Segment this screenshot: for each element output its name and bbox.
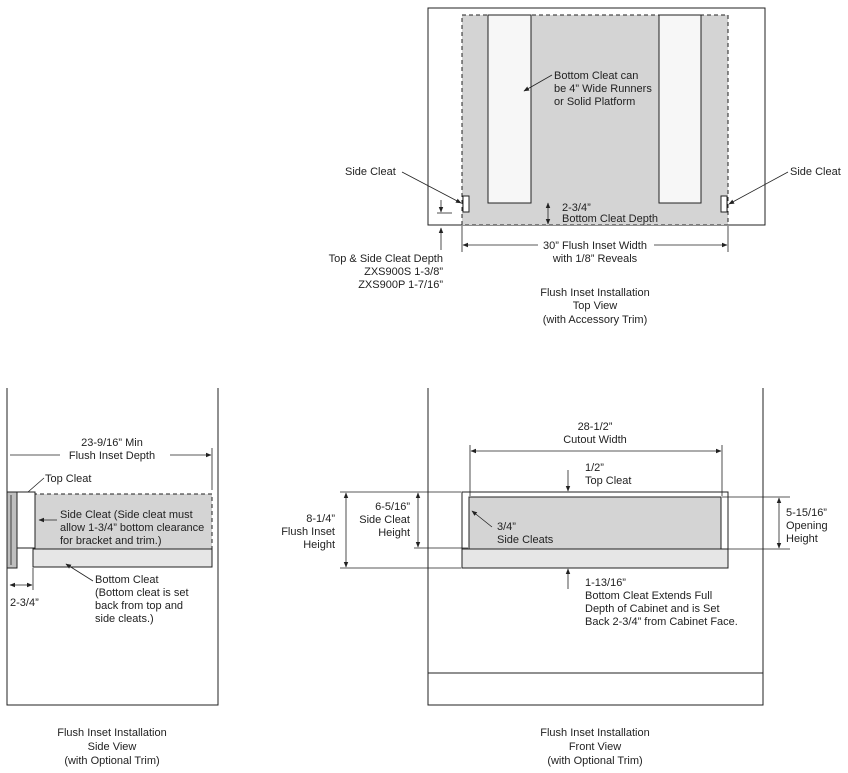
top-view-side-cleat-right (720, 195, 728, 213)
top-view-runner-right (658, 14, 702, 204)
top-width-line1: 30” Flush Inset Width (543, 240, 647, 252)
top-side-cleat-left-label: Side Cleat (345, 166, 396, 178)
top-view: Bottom Cleat can be 4” Wide Runners or S… (329, 7, 841, 326)
front-sidecleat-line2: Side Cleat (359, 514, 410, 526)
side-view-bottom-cleat (32, 548, 213, 568)
front-sidecleat-line3: Height (378, 527, 410, 539)
top-view-side-cleat-left (462, 195, 470, 213)
side-depth-line2: Flush Inset Depth (69, 450, 155, 462)
top-note-line2: be 4” Wide Runners (554, 83, 652, 95)
top-width-line2: with 1/8” Reveals (552, 253, 638, 265)
top-cleat-depth-line2: ZXS900S 1-3/8” (364, 266, 443, 278)
top-note-line3: or Solid Platform (554, 96, 635, 108)
front-view-cabinet-outline (427, 388, 764, 706)
side-cleat-line2: allow 1-3/4” bottom clearance (60, 522, 204, 534)
side-caption-line2: Side View (88, 741, 137, 753)
front-side-cleats-value: 3/4” (497, 521, 516, 533)
top-side-cleat-right-leader (728, 171, 789, 205)
side-bottom-line4: side cleats.) (95, 613, 154, 625)
front-top-cleat-label: Top Cleat (585, 475, 631, 487)
top-side-cleat-left-leader (401, 171, 462, 204)
side-cleat-line3: for bracket and trim.) (60, 535, 161, 547)
side-view-top-cleat (16, 491, 36, 549)
top-bottom-depth-label: Bottom Cleat Depth (562, 213, 658, 225)
top-bottom-depth-value: 2-3/4” (562, 202, 591, 214)
top-caption-line3: (with Accessory Trim) (543, 314, 648, 326)
top-side-cleat-right-label: Side Cleat (790, 166, 841, 178)
side-bottom-line2: (Bottom cleat is set (95, 587, 189, 599)
front-bottom-line1: 1-13/16” (585, 577, 626, 589)
front-sidecleat-line1: 6-5/16” (375, 501, 410, 513)
front-side-cleats-leader (471, 510, 493, 528)
front-view: 28-1/2” Cutout Width 1/2” Top Cleat 8-1/… (281, 388, 828, 767)
side-top-cleat-leader (27, 477, 45, 493)
front-bottom-line4: Back 2-3/4” from Cabinet Face. (585, 616, 738, 628)
top-caption-line2: Top View (573, 300, 617, 312)
side-top-cleat-label: Top Cleat (45, 473, 91, 485)
front-caption-line2: Front View (569, 741, 621, 753)
top-note-leader (523, 74, 553, 92)
side-bottom-leader (65, 563, 94, 582)
top-view-runner-left (487, 14, 532, 204)
front-view-bottom-cleat (461, 548, 729, 569)
front-side-cleats-label: Side Cleats (497, 534, 554, 546)
side-caption-line3: (with Optional Trim) (64, 755, 159, 767)
top-view-opening-dashed (461, 14, 729, 226)
side-caption-line1: Flush Inset Installation (57, 727, 166, 739)
side-bottom-line3: back from top and (95, 600, 183, 612)
front-inset-line2: Flush Inset (281, 526, 335, 538)
side-view: 23-9/16” Min Flush Inset Depth 2-3/4” To… (6, 388, 219, 767)
side-view-side-cleat (33, 494, 212, 549)
front-inset-line3: Height (303, 539, 335, 551)
front-opening-line2: Opening (786, 520, 828, 532)
front-caption-line3: (with Optional Trim) (547, 755, 642, 767)
side-depth-line1: 23-9/16” Min (81, 437, 143, 449)
front-cutout-line2: Cutout Width (563, 434, 627, 446)
front-opening-line3: Height (786, 533, 818, 545)
front-bottom-line3: Depth of Cabinet and is Set (585, 603, 720, 615)
side-cleat-line1: Side Cleat (Side cleat must (60, 509, 193, 521)
side-bottom-line1: Bottom Cleat (95, 574, 159, 586)
front-view-opening (468, 496, 722, 550)
top-caption-line1: Flush Inset Installation (540, 287, 649, 299)
front-inset-line1: 8-1/4” (306, 513, 335, 525)
front-caption-line1: Flush Inset Installation (540, 727, 649, 739)
side-view-trim (6, 491, 18, 569)
top-cleat-depth-line1: Top & Side Cleat Depth (329, 253, 443, 265)
side-setback-value: 2-3/4” (10, 597, 39, 609)
front-cutout-line1: 28-1/2” (578, 421, 613, 433)
front-bottom-line2: Bottom Cleat Extends Full (585, 590, 712, 602)
front-top-cleat-value: 1/2” (585, 462, 604, 474)
top-cleat-depth-line3: ZXS900P 1-7/16” (358, 279, 443, 291)
front-opening-line1: 5-15/16” (786, 507, 827, 519)
top-note-line1: Bottom Cleat can (554, 70, 638, 82)
